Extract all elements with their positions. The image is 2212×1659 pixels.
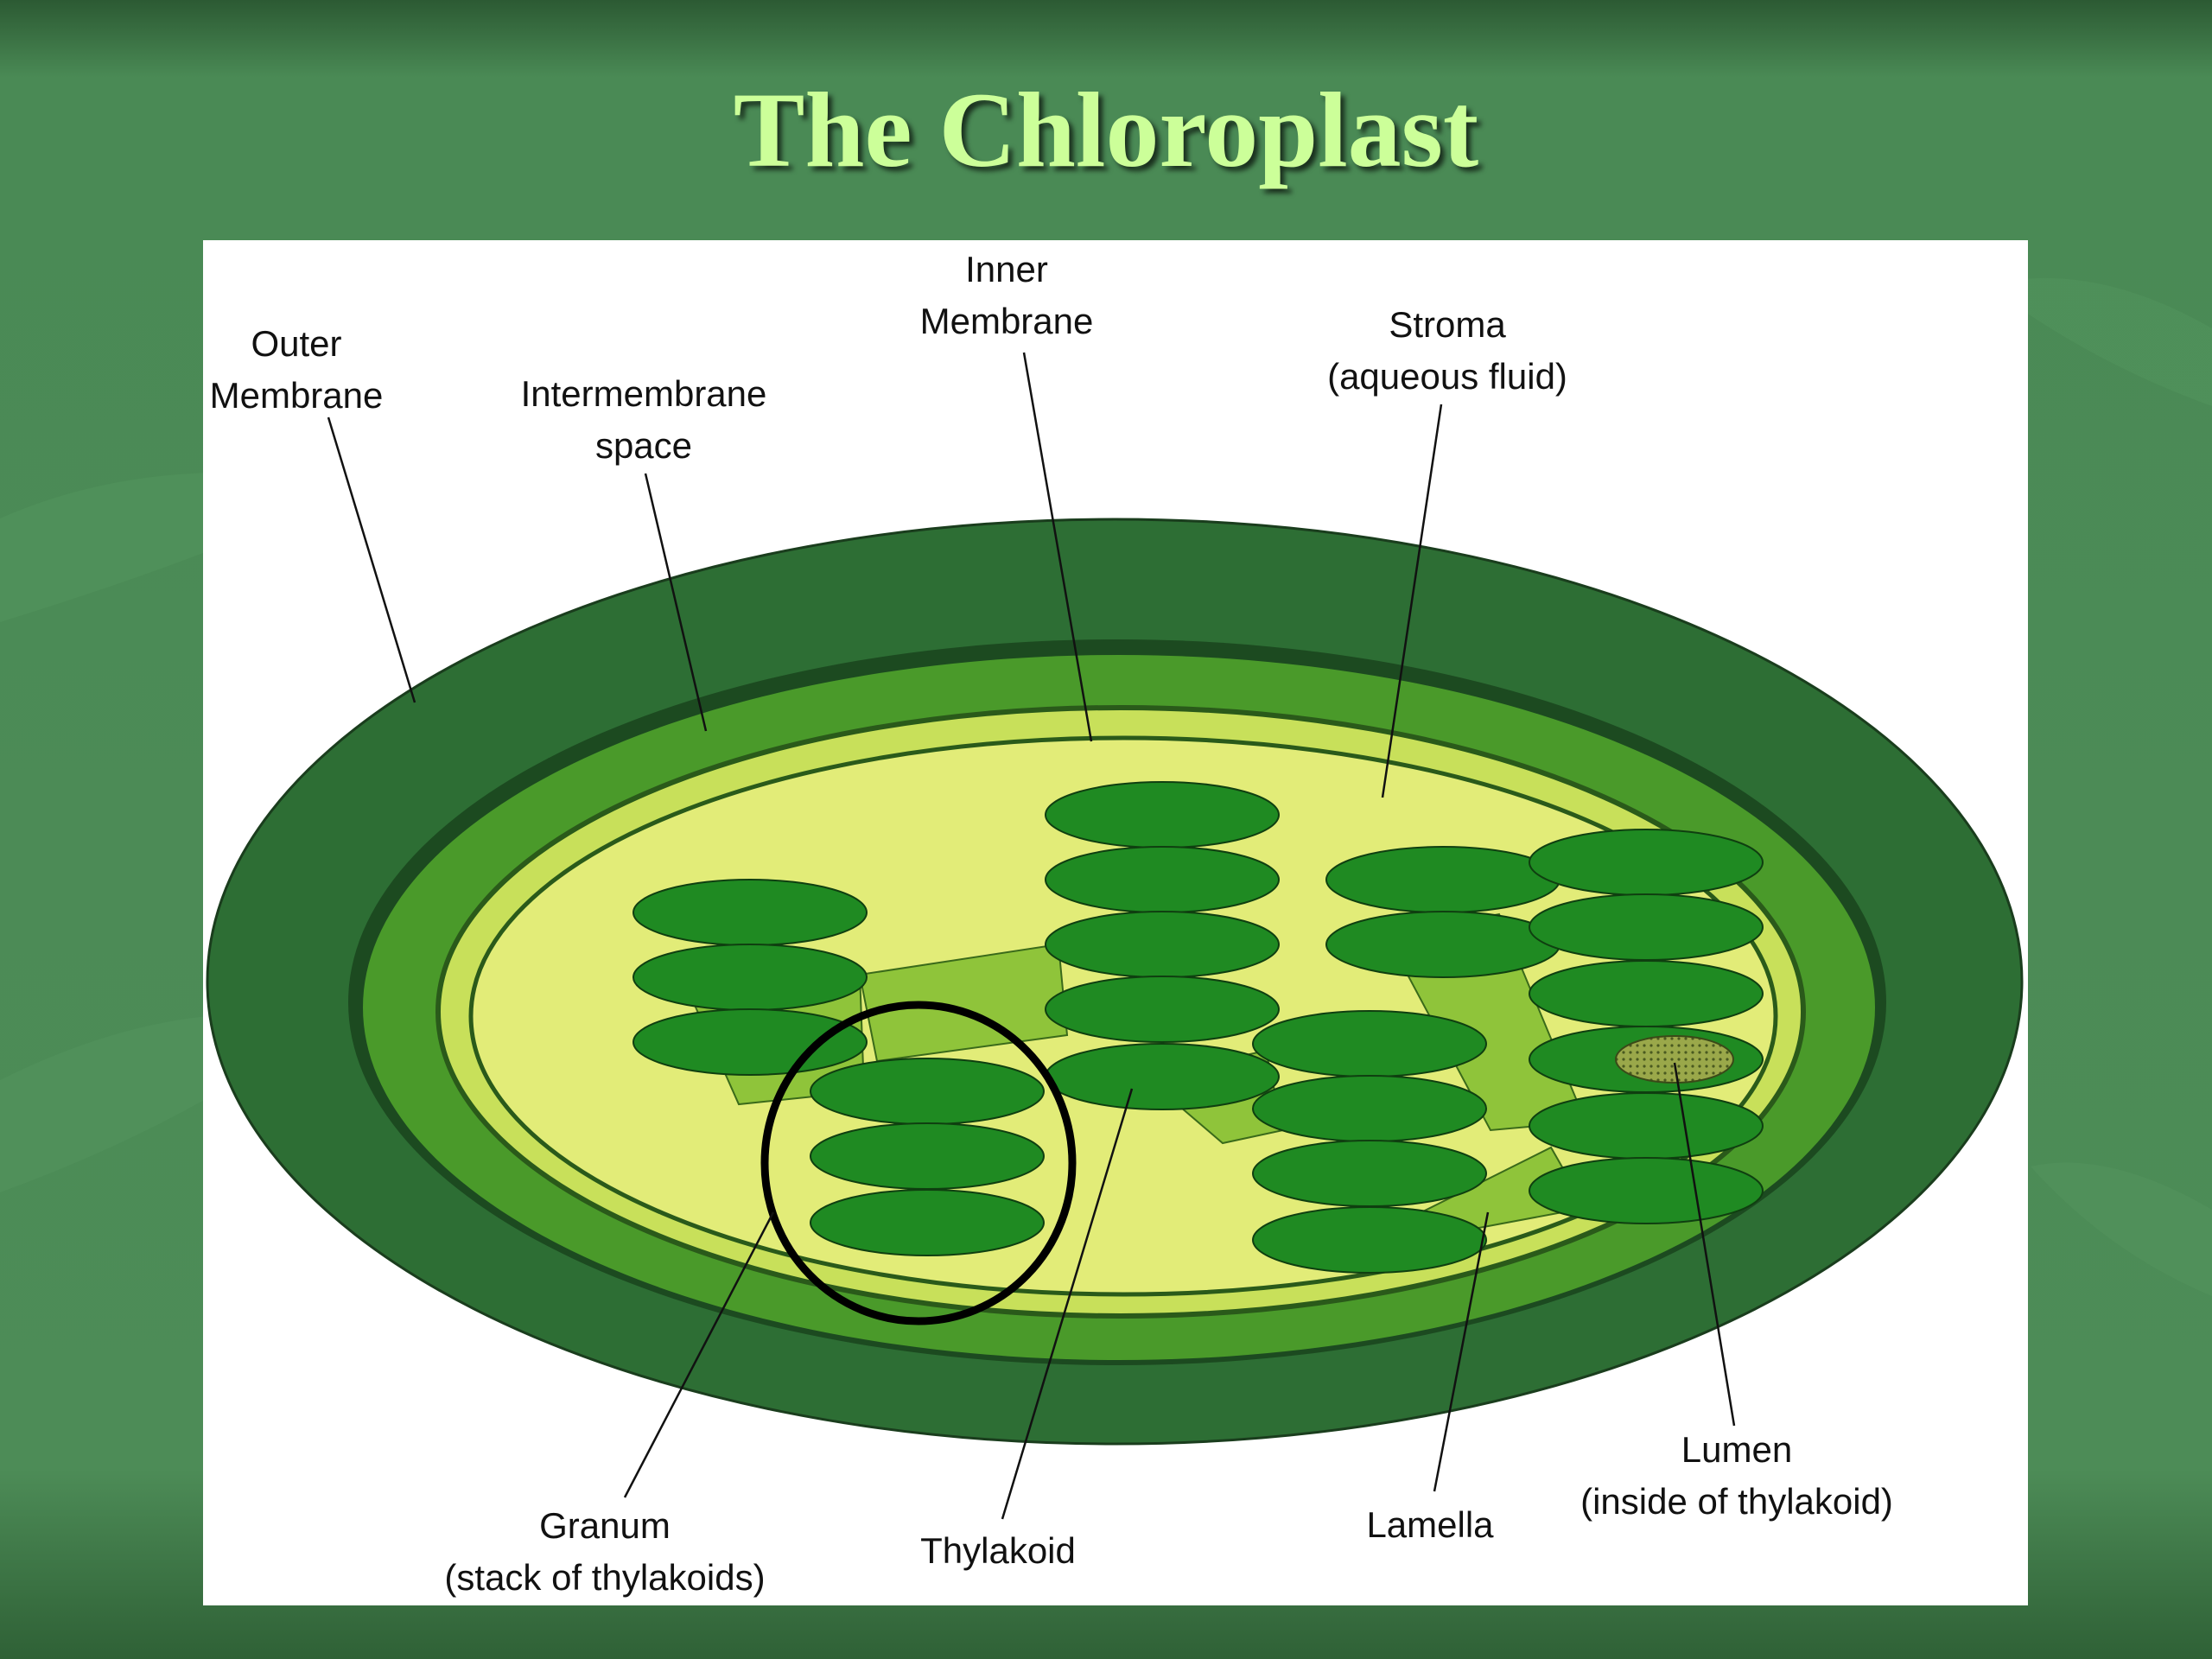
leader-lines [327, 352, 1736, 1520]
granum-center [1045, 781, 1280, 1110]
label-outer-membrane: Outer Membrane [209, 323, 384, 416]
thylakoid-disc [810, 1189, 1045, 1256]
leader-line-intermembrane-space [644, 473, 708, 732]
thylakoid-disc [1325, 846, 1560, 913]
thylakoid-disc [632, 944, 868, 1011]
thylakoid-disc [1529, 960, 1764, 1027]
label-thylakoid: Thylakoid [920, 1530, 1076, 1571]
label-inner-membrane: Inner Membrane [919, 249, 1094, 341]
leader-line-inner-membrane [1022, 352, 1093, 742]
leader-line-lamella [1433, 1211, 1490, 1492]
thylakoid-disc [1045, 1043, 1280, 1110]
thylakoid-disc [1529, 1092, 1764, 1160]
thylakoid-disc [1045, 781, 1280, 849]
thylakoid-disc [1529, 1157, 1764, 1224]
slide-title: The Chloroplast [733, 71, 1479, 189]
lamella-shape [858, 943, 1069, 1063]
leader-line-stroma [1381, 404, 1443, 798]
granum-circled [810, 1058, 1045, 1256]
leader-line-lumen [1673, 1062, 1736, 1427]
chloroplast-illustration [206, 352, 2024, 1520]
thylakoid-disc [1045, 846, 1280, 913]
granum-left [632, 879, 868, 1076]
thylakoid-disc [810, 1058, 1045, 1125]
thylakoid-disc [1252, 1140, 1487, 1207]
label-intermembrane-space: Intermembrane space [520, 373, 767, 466]
thylakoid-disc [1252, 1010, 1487, 1077]
label-stroma: Stroma (aqueous fluid) [1327, 304, 1567, 397]
label-lamella: Lamella [1366, 1504, 1494, 1545]
label-granum: Granum (stack of thylakoids) [444, 1505, 766, 1598]
thylakoid-disc [810, 1122, 1045, 1190]
thylakoid-disc [1252, 1206, 1487, 1274]
lumen-shape [1615, 1035, 1734, 1084]
label-lumen: Lumen (inside of thylakoid) [1580, 1429, 1893, 1522]
thylakoid-disc [1325, 911, 1560, 978]
leader-line-outer-membrane [327, 416, 416, 703]
thylakoid-disc [632, 879, 868, 946]
thylakoid-disc [1045, 976, 1280, 1043]
granum-lower-middle [1252, 1010, 1487, 1274]
granum-highlight-circle [760, 1001, 1077, 1325]
thylakoid-disc [1529, 829, 1764, 896]
thylakoid-disc [1045, 911, 1280, 978]
thylakoid-disc [1252, 1075, 1487, 1142]
thylakoid-disc [1529, 893, 1764, 961]
thylakoid-disc [632, 1008, 868, 1076]
leader-line-granum [623, 1211, 775, 1498]
leader-line-thylakoid [1001, 1088, 1134, 1520]
chloroplast-diagram: Outer Membrane Intermembrane space Inner… [203, 240, 2028, 1605]
